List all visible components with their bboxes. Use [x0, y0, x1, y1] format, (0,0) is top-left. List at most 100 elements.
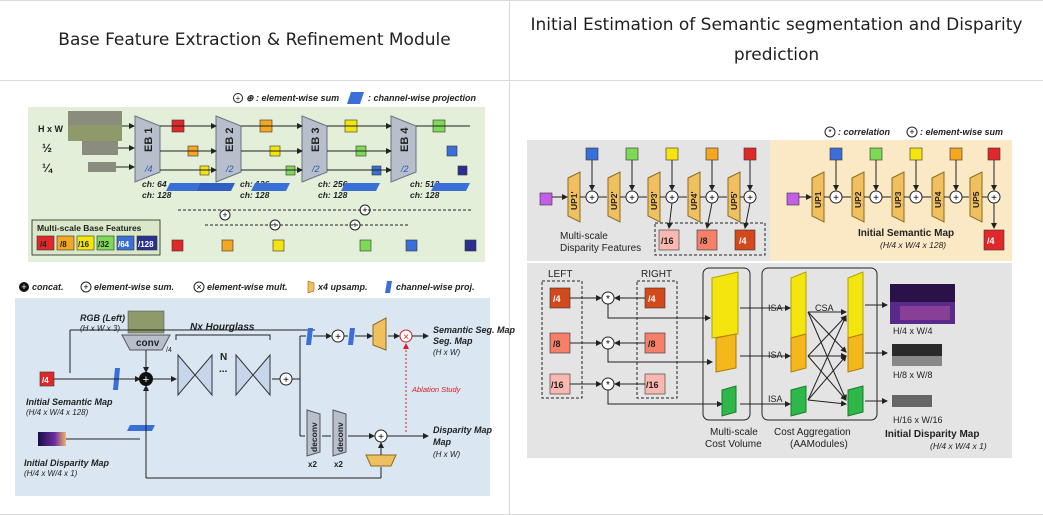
fig2-disparity-input	[38, 432, 66, 446]
svg-text:+: +	[913, 193, 919, 204]
svg-text:(H x W): (H x W)	[433, 450, 460, 459]
fig1-projection-strip	[166, 183, 470, 191]
svg-text:x4 upsamp.: x4 upsamp.	[317, 282, 368, 292]
svg-text:+: +	[589, 193, 595, 204]
svg-text:+: +	[83, 282, 88, 292]
fig1-legend-proj: : channel-wise projection	[368, 93, 477, 103]
svg-text:(H/4 x W/4 x 1): (H/4 x W/4 x 1)	[24, 469, 78, 478]
svg-text:Multi-scale: Multi-scale	[560, 231, 608, 242]
svg-text:(H x W): (H x W)	[433, 348, 460, 357]
svg-text:(H/4 x W/4 x 1): (H/4 x W/4 x 1)	[930, 441, 987, 451]
svg-text:+: +	[335, 332, 341, 343]
svg-text:Disparity Features: Disparity Features	[560, 243, 641, 254]
svg-text:H/8 x W/8: H/8 x W/8	[893, 370, 933, 380]
fig1-sum-nodes: + + + +	[178, 204, 472, 231]
svg-text:UP1: UP1	[813, 191, 823, 208]
fig1-encoder-blocks: EB 1 EB 2 EB 3 EB 4 /4 /2 /2 /2	[134, 115, 417, 183]
fig2-concat-node	[139, 372, 153, 386]
svg-text:UP1': UP1'	[569, 191, 579, 210]
svg-text:+: +	[629, 193, 635, 204]
svg-text:Multi-scale: Multi-scale	[710, 427, 758, 438]
fig2-upsample	[372, 317, 387, 351]
fig1-output-cubes	[171, 239, 477, 252]
fig2-hourglass-blocks	[177, 353, 271, 397]
svg-text:EB 4: EB 4	[399, 127, 411, 152]
svg-text:/2: /2	[311, 164, 320, 174]
fig2-legend: + concat. + element-wise sum. × element-…	[19, 280, 475, 294]
fig1-multiscale-legend: Multi-scale Base Features /4 /8 /16 /32 …	[31, 219, 161, 256]
svg-text:*: *	[606, 380, 610, 391]
fig2-disp-upsample	[365, 454, 397, 467]
svg-text:/4: /4	[987, 236, 995, 246]
svg-text:ch: 128: ch: 128	[410, 190, 440, 200]
svg-text:/8: /8	[553, 339, 561, 349]
svg-text:+: +	[991, 193, 997, 204]
svg-text:+: +	[236, 94, 241, 103]
svg-text:×: ×	[403, 332, 409, 343]
svg-text:UP4: UP4	[933, 191, 943, 208]
fig1-input-image-half	[82, 141, 118, 155]
table-column-divider	[509, 0, 510, 515]
svg-text:EB 1: EB 1	[143, 128, 155, 152]
svg-text:: correlation: : correlation	[838, 127, 891, 137]
svg-text:Map: Map	[433, 437, 452, 447]
svg-text:deconv: deconv	[309, 422, 319, 452]
svg-text:channel-wise proj.: channel-wise proj.	[396, 282, 475, 292]
svg-text:(H/4 x W/4 x 128): (H/4 x W/4 x 128)	[880, 240, 946, 250]
svg-text:*: *	[828, 128, 831, 137]
svg-text:/8: /8	[60, 240, 67, 249]
svg-text:ch: 256: ch: 256	[318, 179, 348, 189]
fig1-legend: + ⊕ : element-wise sum : channel-wise pr…	[233, 92, 477, 104]
fig2-panel	[15, 298, 490, 496]
svg-text:+: +	[669, 193, 675, 204]
fig1-input-full: H x W	[38, 124, 64, 134]
fig1-legend-proj-icon	[347, 92, 364, 104]
fig3-disp-out-3	[892, 395, 932, 407]
svg-text:(H/4 x W/4 x 128): (H/4 x W/4 x 128)	[26, 408, 89, 417]
svg-text:Ablation Study: Ablation Study	[411, 385, 462, 394]
svg-text:Cost Aggregation: Cost Aggregation	[774, 427, 851, 438]
fig3-legend: * : correlation + : element-wise sum	[824, 126, 1003, 138]
svg-text:/16: /16	[661, 236, 674, 246]
svg-text:Semantic Seg. Map: Semantic Seg. Map	[433, 325, 516, 335]
svg-text:x2: x2	[334, 460, 343, 469]
svg-text:/128: /128	[138, 240, 154, 249]
fig1-legend-sum: ⊕ : element-wise sum	[246, 93, 339, 103]
svg-text:+: +	[909, 127, 914, 137]
svg-text:/16: /16	[646, 380, 659, 390]
svg-text:+: +	[143, 374, 149, 386]
svg-text:/8: /8	[648, 339, 656, 349]
svg-text:+: +	[873, 193, 879, 204]
svg-text:Multi-scale Base Features: Multi-scale Base Features	[37, 223, 142, 233]
svg-text:(AAModules): (AAModules)	[790, 439, 848, 450]
svg-text:H/4 x W/4: H/4 x W/4	[893, 326, 933, 336]
svg-text:/4: /4	[166, 347, 172, 354]
svg-text:conv: conv	[136, 338, 160, 349]
svg-text:UP3: UP3	[893, 191, 903, 208]
svg-text:ch: 128: ch: 128	[318, 190, 348, 200]
svg-text:*: *	[606, 339, 610, 350]
svg-text:UP5: UP5	[971, 191, 981, 208]
fig3-disp-decoder: UP1' UP2' UP3' UP4' UP5' + + + + + /16	[539, 147, 766, 256]
svg-text:EB 2: EB 2	[224, 128, 236, 152]
svg-text:Cost Volume: Cost Volume	[705, 439, 762, 450]
svg-text:/8: /8	[700, 236, 708, 246]
svg-text:ISA: ISA	[768, 394, 783, 404]
svg-text:EB 3: EB 3	[310, 128, 322, 152]
svg-text:/4: /4	[648, 294, 656, 304]
svg-text:ch: 128: ch: 128	[240, 190, 270, 200]
fig2-rgb-image	[127, 310, 165, 334]
svg-text:Seg. Map: Seg. Map	[433, 336, 473, 346]
svg-text:+: +	[833, 193, 839, 204]
svg-text:deconv: deconv	[335, 422, 345, 452]
svg-text:(H x W x 3): (H x W x 3)	[80, 324, 120, 333]
svg-text:UP2': UP2'	[609, 191, 619, 210]
svg-text:element-wise sum.: element-wise sum.	[94, 282, 174, 292]
fig3-sem-decoder: UP1 UP2 UP3 UP4 UP5 + + + + + /4 Initial…	[786, 147, 1005, 251]
svg-text:+: +	[283, 375, 289, 386]
fig2-deconv-blocks: deconv deconv x2 x2	[306, 409, 347, 469]
svg-text:ch: 512: ch: 512	[410, 179, 440, 189]
svg-text:/4: /4	[40, 240, 47, 249]
svg-text:/2: /2	[400, 164, 409, 174]
